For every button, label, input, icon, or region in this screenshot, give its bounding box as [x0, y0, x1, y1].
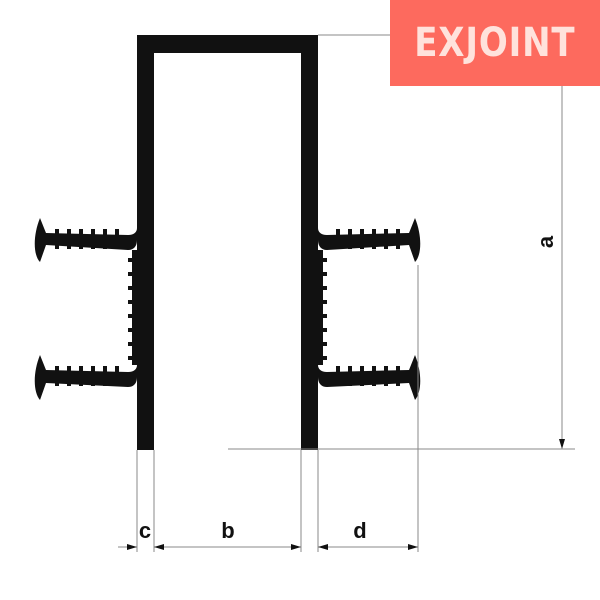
dimension-label-b: b: [221, 518, 234, 543]
left-anchor-lower: [34, 355, 137, 400]
right-serrated-web: [315, 250, 327, 365]
left-anchor-upper: [34, 218, 137, 262]
dimension-label-c: c: [139, 518, 151, 543]
brand-logo-text: EXJOINT: [414, 20, 576, 66]
dimension-label-a: a: [533, 235, 558, 248]
dimension-arrows: [127, 35, 565, 550]
brand-logo: EXJOINT: [390, 0, 600, 86]
dimension-label-d: d: [353, 518, 366, 543]
dimension-lines: [118, 34, 575, 552]
right-anchor-lower: [318, 355, 421, 400]
left-serrated-web: [128, 250, 140, 365]
profile-body: [137, 35, 318, 450]
right-anchor-upper: [318, 218, 421, 262]
